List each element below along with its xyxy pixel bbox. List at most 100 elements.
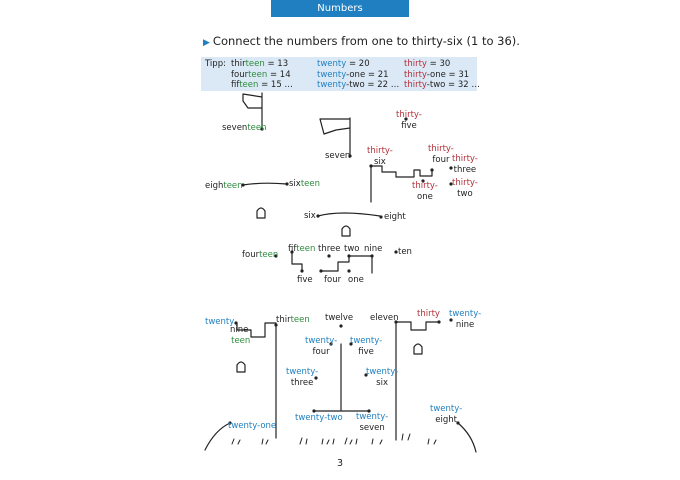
instruction: ▶Connect the numbers from one to thirty-… <box>203 34 520 48</box>
label-thirty: thirty <box>417 309 440 319</box>
header-title: Numbers <box>317 3 363 14</box>
label-thirty-six: thirty-six <box>367 146 393 167</box>
dot <box>347 254 351 258</box>
label-eighteen: eighteen <box>205 181 243 191</box>
dot <box>370 254 374 258</box>
dot <box>449 182 453 186</box>
dot <box>437 320 441 324</box>
label-three: three <box>318 244 341 254</box>
label-nineteen: nine-teen <box>230 325 252 346</box>
instruction-text: Connect the numbers from one to thirty-s… <box>212 34 520 48</box>
tip-row: twenty-two = 22 … <box>317 80 400 90</box>
wall-eighteen-sixteen <box>242 182 288 186</box>
flag-left <box>242 92 263 129</box>
label-ten: ten <box>398 247 412 257</box>
tip-thirty-column: thirty = 30 thirty-one = 31 thirty-two =… <box>404 59 480 91</box>
dot <box>241 183 245 187</box>
hill-left <box>204 422 231 451</box>
label-sixteen: sixteen <box>289 179 321 189</box>
tip-row: thirteen = 13 <box>231 59 289 69</box>
label-thirty-four: thirty-four <box>428 144 454 165</box>
dot <box>347 269 351 273</box>
wall-six-eight <box>317 212 381 217</box>
label-one: one <box>348 275 364 285</box>
label-twenty-two: twenty-two <box>295 413 343 423</box>
tip-row: twenty-one = 21 <box>317 69 389 80</box>
label-nine: nine <box>364 244 383 254</box>
flag-right <box>319 117 351 155</box>
dot <box>339 324 343 328</box>
dot <box>314 376 318 380</box>
tip-teen-column: thirteen = 13 fourteen = 14 fifteen = 15… <box>231 59 293 91</box>
tip-box: Tipp: thirteen = 13 fourteen = 14 fiftee… <box>201 57 480 91</box>
window-lower-left <box>236 361 246 373</box>
label-twenty-seven: twenty-seven <box>356 412 389 433</box>
dot <box>394 250 398 254</box>
window-mid <box>341 225 351 237</box>
tip-row: thirty-two = 32 … <box>404 80 480 90</box>
label-twelve: twelve <box>325 313 354 323</box>
tip-row: thirty-one = 31 <box>404 69 470 80</box>
tip-row: fourteen = 14 <box>231 69 291 80</box>
dot <box>369 164 373 168</box>
triangle-arrow-icon: ▶ <box>203 38 210 48</box>
page-number: 3 <box>336 458 344 469</box>
grass-tufts <box>231 433 437 445</box>
tip-row: fifteen = 15 … <box>231 80 293 90</box>
battlement-left <box>236 322 277 338</box>
label-thirty-one: thirty-one <box>412 181 438 202</box>
label-fourteen: fourteen <box>242 250 279 260</box>
label-four: four <box>324 275 342 285</box>
dot <box>404 117 408 121</box>
dot <box>312 409 316 413</box>
dot <box>327 254 331 258</box>
dot <box>260 127 264 131</box>
label-eleven: eleven <box>370 313 399 323</box>
dot <box>421 179 425 183</box>
tower-right <box>370 165 433 203</box>
dot <box>228 421 232 425</box>
label-seventeen: seventeen <box>222 123 267 133</box>
dot <box>329 342 333 346</box>
label-twenty-three: twenty-three <box>286 367 319 388</box>
label-twenty-six: twenty-six <box>366 367 399 388</box>
dot <box>316 214 320 218</box>
tip-label: Tipp: <box>205 59 226 69</box>
label-thirteen: thirteen <box>276 315 310 325</box>
dot <box>394 320 398 324</box>
header-tab: Numbers <box>271 0 409 17</box>
label-six: six <box>304 211 316 221</box>
label-twenty-eight: twenty-eight <box>430 404 463 425</box>
dot <box>449 166 453 170</box>
dot <box>300 269 304 273</box>
dot <box>364 373 368 377</box>
steps <box>291 252 373 274</box>
label-twenty-four: twenty-four <box>305 336 338 357</box>
battlement-right <box>395 321 440 331</box>
label-twenty-one: twenty-one <box>228 421 277 431</box>
window-lower-right <box>413 343 423 355</box>
tip-twenty-column: twenty = 20 twenty-one = 21 twenty-two =… <box>317 59 399 91</box>
hill-right <box>457 422 477 453</box>
dot <box>430 168 434 172</box>
tip-row: thirty = 30 <box>404 59 451 69</box>
dot <box>274 254 278 258</box>
dot <box>449 318 453 322</box>
dot <box>348 154 352 158</box>
dot <box>367 409 371 413</box>
label-thirty-two: thirty-two <box>452 178 478 199</box>
label-twenty-five: twenty-five <box>350 336 383 357</box>
dot <box>319 269 323 273</box>
label-twenty: twenty <box>205 317 235 327</box>
dot <box>274 323 278 327</box>
dot <box>234 321 238 325</box>
dot <box>456 421 460 425</box>
label-thirty-five: thirty-five <box>396 110 422 131</box>
label-fifteen: fifteen <box>288 244 316 254</box>
tip-row: twenty = 20 <box>317 59 370 69</box>
label-five: five <box>297 275 313 285</box>
label-eight: eight <box>384 212 406 222</box>
label-two: two <box>344 244 360 254</box>
dot <box>379 215 383 219</box>
